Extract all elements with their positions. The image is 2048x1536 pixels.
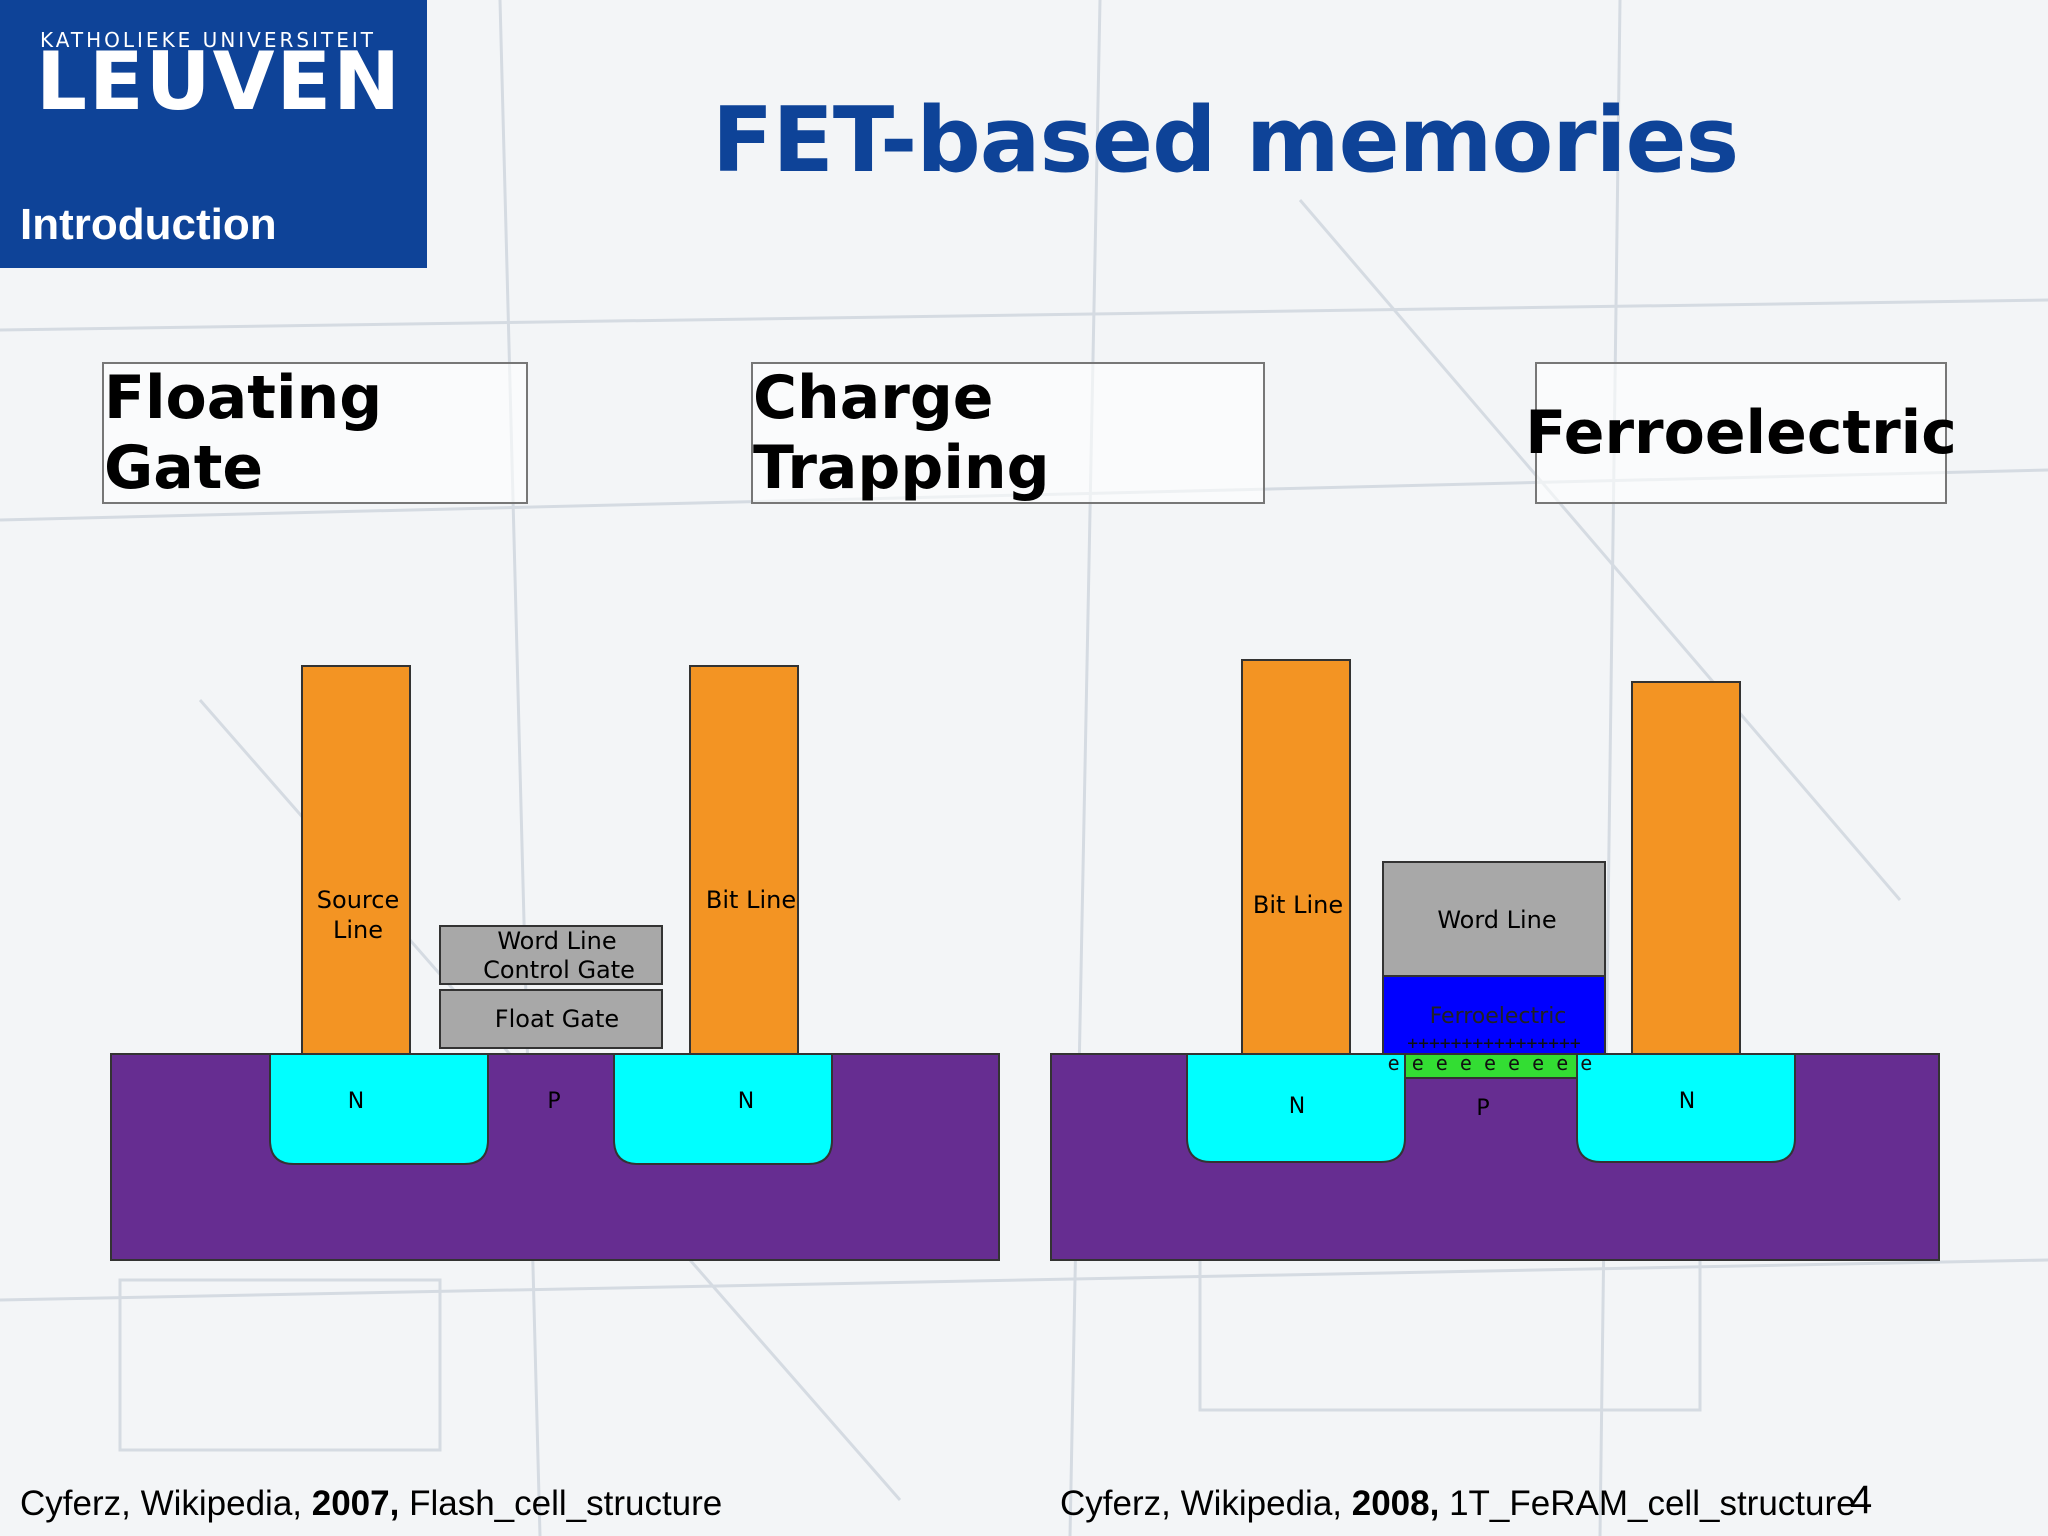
caption-left: Cyferz, Wikipedia, 2007, Flash_cell_stru… [20,1484,722,1524]
flash-bit-line-label: Bit Line [706,886,796,914]
flash-float-gate-label: Float Gate [495,1005,619,1033]
flash-n-right-well [613,1053,833,1165]
feram-n-left-label: N [1289,1094,1305,1119]
caption-right-prefix: Cyferz, Wikipedia, [1060,1484,1352,1523]
page-title: FET-based memories [711,88,1739,193]
feram-word-line-label: Word Line [1437,906,1556,934]
section-label: Introduction [20,200,277,249]
page-number: 4 [1850,1478,1873,1522]
flash-source-label-2: Line [333,916,383,944]
flash-word-line-label: Word Line [497,927,616,955]
category-floating-gate: Floating Gate [102,362,528,504]
feram-word-line-gate [1382,861,1606,977]
university-name: LEUVEN [36,35,403,128]
caption-right-year: 2008, [1351,1484,1440,1523]
feram-n-left-well [1186,1053,1406,1163]
flash-n-right-label: N [738,1089,754,1114]
flash-bit-line-contact [689,665,799,1055]
university-line: KATHOLIEKE UNIVERSITEIT [40,28,376,52]
feram-cell-diagram: Bit Line Word Line Ferroelectric +++++++… [1050,659,1940,1261]
caption-right-name: 1T_FeRAM_cell_structure [1439,1484,1856,1523]
flash-source-line-contact [301,665,411,1055]
flash-substrate [110,1053,1000,1261]
feram-bit-line-contact [1241,659,1351,1055]
feram-ferroelectric-layer [1382,975,1606,1055]
feram-electrons: e e e e e e e e e [1388,1051,1593,1075]
feram-p-label: P [1476,1096,1489,1121]
flash-n-left-well [269,1053,489,1165]
feram-n-right-label: N [1679,1089,1695,1114]
caption-left-prefix: Cyferz, Wikipedia, [20,1484,312,1523]
caption-right: Cyferz, Wikipedia, 2008, 1T_FeRAM_cell_s… [1060,1484,1856,1524]
feram-plus-charges: ++++++++++++++++ [1407,1033,1581,1054]
caption-left-name: Flash_cell_structure [399,1484,723,1523]
flash-cell-diagram: Source Line Bit Line Word Line Control G… [110,665,1000,1261]
flash-control-gate [439,925,663,985]
university-logo: KATHOLIEKE UNIVERSITEIT LEUVEN Introduct… [0,0,427,268]
flash-control-gate-label: Control Gate [483,956,635,984]
feram-substrate [1050,1053,1940,1261]
feram-bit-line-label: Bit Line [1253,891,1343,919]
flash-p-label: P [547,1089,560,1114]
category-charge-trapping: Charge Trapping [751,362,1265,504]
flash-source-label-1: Source [317,886,399,914]
flash-float-gate [439,989,663,1049]
flash-n-left-label: N [348,1089,364,1114]
feram-ferroelectric-label: Ferroelectric [1430,1004,1567,1029]
feram-n-right-well [1576,1053,1796,1163]
category-ferroelectric: Ferroelectric [1525,362,1957,504]
caption-left-year: 2007, [311,1484,400,1523]
feram-channel [1404,1053,1578,1079]
feram-right-contact [1631,681,1741,1055]
